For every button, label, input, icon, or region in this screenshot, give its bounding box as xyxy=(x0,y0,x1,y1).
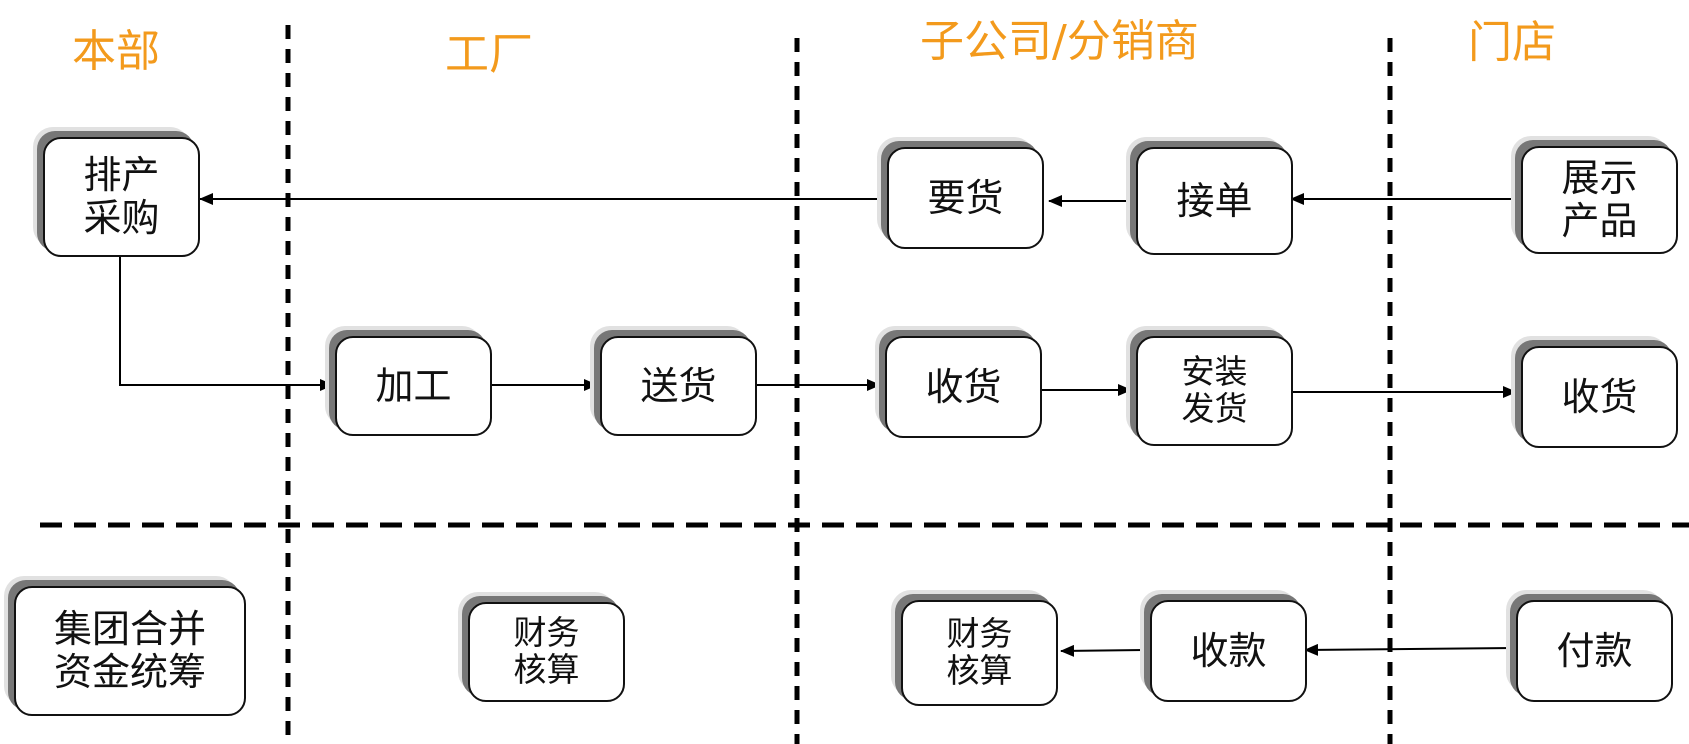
node-label: 展示 产品 xyxy=(1561,156,1638,243)
connector-schedule-to-processing xyxy=(119,257,334,391)
node-label: 要货 xyxy=(927,175,1004,220)
node-label: 收货 xyxy=(1561,374,1638,419)
node-label: 付款 xyxy=(1556,628,1633,673)
node-collection: 收款 xyxy=(1140,590,1307,702)
node-label: 加工 xyxy=(375,363,452,408)
node-display-product: 展示 产品 xyxy=(1511,136,1678,254)
node-label: 集团合并 资金统筹 xyxy=(53,607,206,694)
node-sub-receive: 收货 xyxy=(875,326,1042,438)
node-label: 收款 xyxy=(1190,628,1267,673)
node-request-goods: 要货 xyxy=(877,137,1044,249)
lane-title-factory: 工厂 xyxy=(445,29,533,80)
node-install-ship: 安装 发货 xyxy=(1126,326,1293,446)
node-store-receive: 收货 xyxy=(1511,336,1678,448)
node-label: 收货 xyxy=(925,364,1002,409)
node-label: 排产 采购 xyxy=(83,153,160,240)
node-label: 安装 发货 xyxy=(1181,352,1248,428)
node-schedule-purchase: 排产 采购 xyxy=(33,127,200,257)
node-sub-accounting: 财务 核算 xyxy=(891,590,1058,706)
node-label: 送货 xyxy=(640,363,717,408)
node-factory-delivery: 送货 xyxy=(590,326,757,436)
lane-title-subsidiary: 子公司/分销商 xyxy=(920,16,1199,67)
node-processing: 加工 xyxy=(325,326,492,436)
lane-title-hq: 本部 xyxy=(72,26,160,77)
lane-title-store: 门店 xyxy=(1468,17,1556,68)
node-group-funds: 集团合并 资金统筹 xyxy=(4,576,246,716)
node-label: 接单 xyxy=(1176,178,1253,223)
node-factory-accounting: 财务 核算 xyxy=(458,592,625,702)
node-label: 财务 核算 xyxy=(946,614,1013,690)
arrow-payment-to-collection xyxy=(1304,643,1515,656)
node-label: 财务 核算 xyxy=(513,613,580,689)
node-accept-order: 接单 xyxy=(1126,137,1293,255)
arrow-collection-to-accounting xyxy=(1060,644,1148,657)
node-payment: 付款 xyxy=(1506,590,1673,702)
